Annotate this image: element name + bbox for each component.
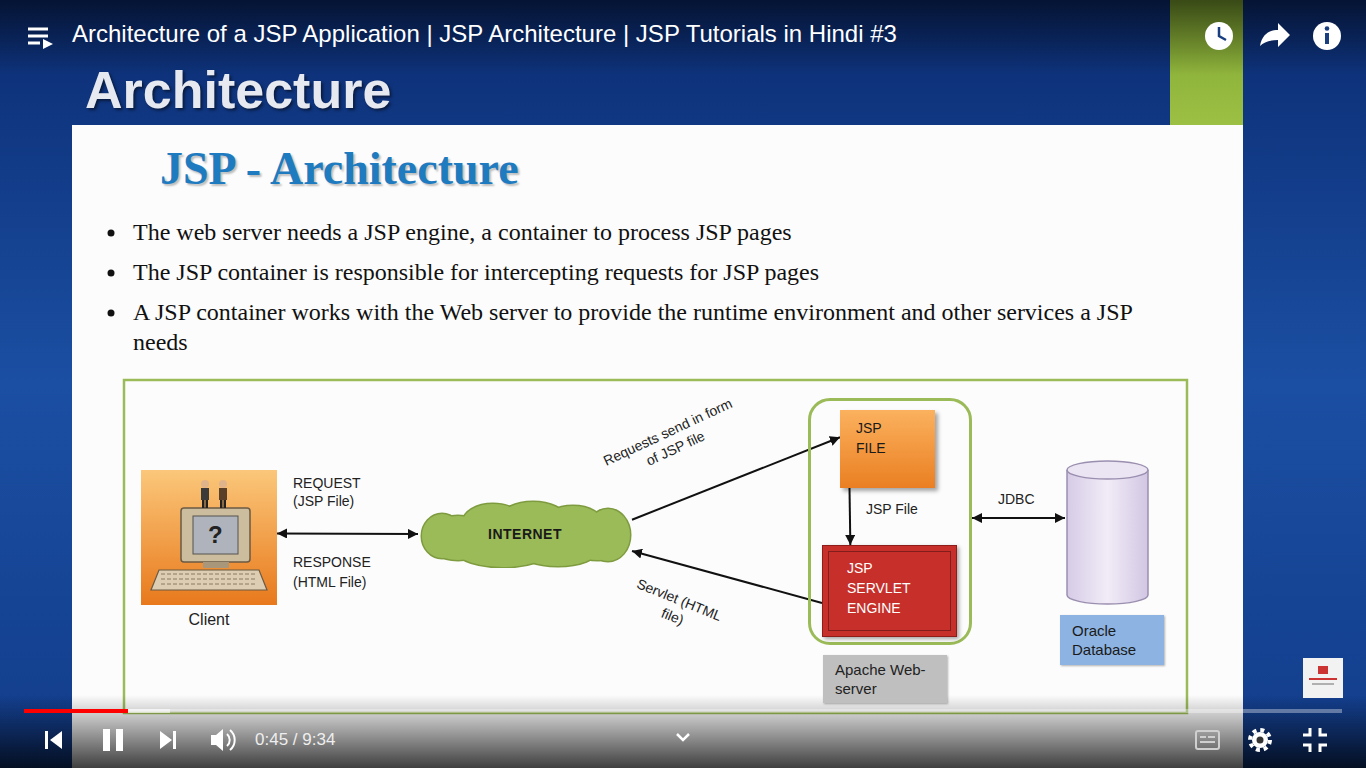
time-display: 0:45 / 9:34 xyxy=(255,730,335,750)
node-label: Client xyxy=(141,611,277,629)
playlist-icon xyxy=(28,29,53,49)
video-title: Architecture of a JSP Application | JSP … xyxy=(72,20,897,48)
web-server-container: Apache Web-serverJSP FILEJSP SERVLET ENG… xyxy=(808,398,972,645)
flow-arrow xyxy=(277,532,418,535)
database-cylinder: Oracle Database xyxy=(1065,460,1150,605)
flow-label: REQUEST (JSP File) xyxy=(293,474,383,510)
bullet-text: A JSP container works with the Web serve… xyxy=(133,297,1178,357)
flow-label: RESPONSE (HTML File) xyxy=(293,552,403,592)
channel-logo xyxy=(1303,658,1343,698)
slide-title: JSP - Architecture xyxy=(160,142,519,195)
node-label: Oracle Database xyxy=(1060,615,1164,665)
bullet-text: The JSP container is responsible for int… xyxy=(133,257,1178,287)
share-icon xyxy=(1260,23,1290,47)
node-label: Apache Web-server xyxy=(823,655,947,703)
flow-arrow xyxy=(972,517,1065,519)
flow-label: JDBC xyxy=(998,490,1035,508)
bullet-dot xyxy=(108,270,115,277)
node-label: JSP FILE xyxy=(840,410,896,458)
bullet-dot xyxy=(108,230,115,237)
player-controls xyxy=(45,728,1327,752)
watch-later-icon xyxy=(1205,22,1233,50)
progress-bar xyxy=(24,709,1342,713)
help-symbol: ? xyxy=(208,521,223,549)
section-heading: Architecture xyxy=(85,64,391,116)
info-icon xyxy=(1313,22,1341,50)
internet-cloud: INTERNET xyxy=(418,500,632,568)
slide-panel xyxy=(72,125,1243,768)
database-outline xyxy=(1065,460,1150,605)
bullet-dot xyxy=(108,310,115,317)
diagram-frame xyxy=(124,380,1187,713)
flow-label: JSP File xyxy=(866,500,918,518)
bottom-shade xyxy=(0,695,1366,768)
node-label: INTERNET xyxy=(488,526,562,542)
flow-arrow xyxy=(849,488,852,545)
bullet-text: The web server needs a JSP engine, a con… xyxy=(133,217,1178,247)
servlet-engine-box: JSP SERVLET ENGINE xyxy=(822,545,957,637)
jsp-file-box: JSP FILE xyxy=(840,410,935,488)
node-label: JSP SERVLET ENGINE xyxy=(823,546,927,618)
